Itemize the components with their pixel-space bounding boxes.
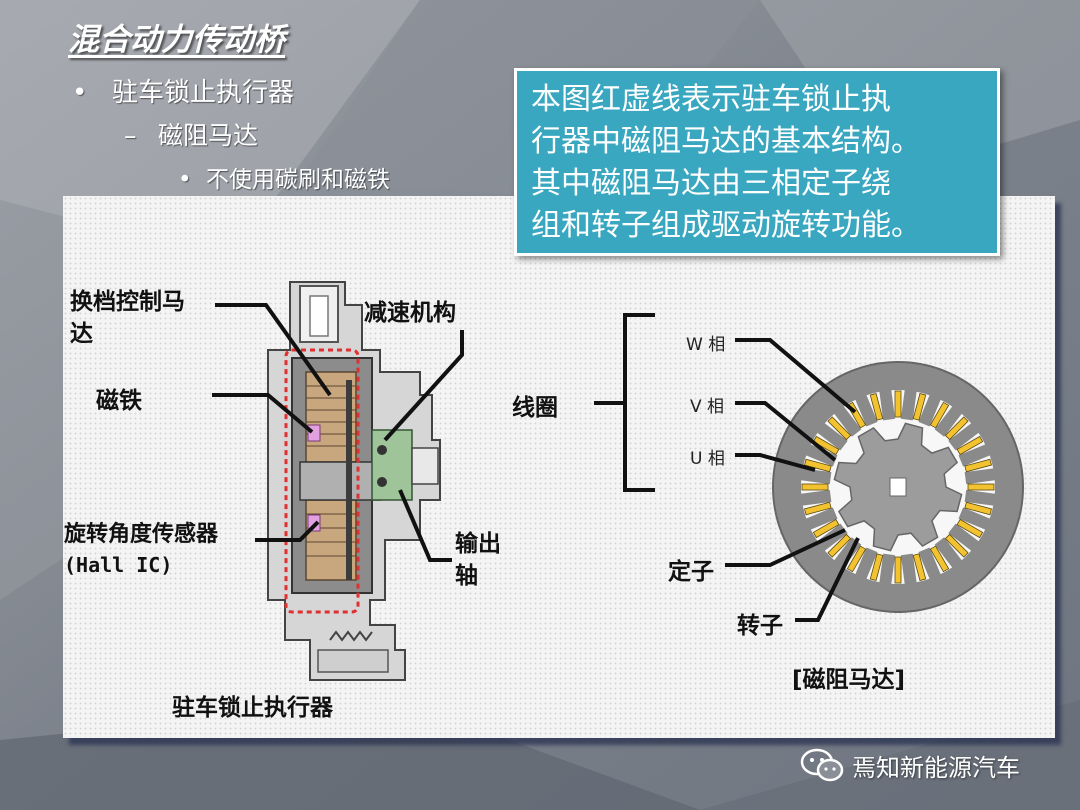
stator-tooth [800, 489, 832, 506]
stator-coil [944, 533, 969, 558]
stator-coil [804, 458, 832, 473]
label-output-shaft: 输出 轴 [455, 528, 501, 592]
label-sensor-line1: 旋转角度传感器 [64, 522, 219, 547]
label-magnet: 磁铁 [96, 388, 142, 414]
label-rotor: 转子 [737, 613, 783, 639]
motor-leader-lines [725, 338, 860, 622]
stator-tooth [918, 547, 942, 580]
stator-coil [804, 501, 832, 516]
stator-coil [912, 393, 927, 421]
stator-tooth [879, 553, 896, 585]
stator-coil [894, 556, 902, 584]
stator-coil [956, 435, 984, 456]
stator-tooth [816, 422, 848, 451]
stator-tooth [964, 468, 996, 485]
stator-tooth [805, 507, 838, 531]
bullet-level2-text: 磁阻马达 [158, 121, 259, 150]
slide-title: 混合动力传动桥 [68, 22, 285, 58]
stator-coil [894, 390, 902, 418]
stator-tooth [918, 394, 942, 427]
stator-tooth [800, 468, 832, 485]
bullet-dot: • [72, 78, 88, 108]
callout-box: 本图红虚线表示驻车锁止执 行器中磁阻马达的基本结构。 其中磁阻马达由三相定子绕 … [514, 68, 1000, 256]
stator-tooth [900, 553, 917, 585]
label-shift-motor: 换档控制马 达 [70, 286, 185, 350]
label-u-phase: U 相 [690, 449, 725, 469]
watermark-text: 焉知新能源汽车 [852, 753, 1020, 782]
stator-coil [956, 518, 984, 539]
bullet-level1: • 驻车锁止执行器 [72, 72, 294, 109]
stator-tooth [948, 523, 980, 552]
label-v-phase: V 相 [690, 397, 725, 417]
stator-tooth [879, 389, 896, 421]
label-output-line2: 轴 [455, 563, 478, 589]
stator-tooth [854, 547, 878, 580]
stator-coil [967, 483, 995, 491]
stator-tooth [854, 394, 878, 427]
stator-coil [812, 435, 840, 456]
wechat-icon [800, 748, 844, 782]
reluctance-motor [594, 313, 1024, 613]
label-sensor: 旋转角度传感器 (Hall IC) [64, 520, 218, 580]
stator-coil [964, 458, 992, 473]
label-shift-motor-line1: 换档控制马 [70, 289, 185, 315]
bullet-dash: – [124, 121, 137, 150]
stator-coil [912, 553, 927, 581]
label-stator: 定子 [668, 559, 714, 585]
stator-tooth [958, 507, 991, 531]
stator-coil [929, 401, 950, 429]
bullet-dot: • [178, 167, 192, 193]
stator-coil [846, 545, 867, 573]
stator-tooth [964, 489, 996, 506]
stator-tooth [805, 443, 838, 467]
stator-coil [869, 393, 884, 421]
label-coil: 线圈 [512, 395, 558, 421]
stator-coil [944, 416, 969, 441]
label-output-line1: 输出 [455, 531, 501, 557]
bullet-level3-text: 不使用碳刷和磁铁 [206, 167, 390, 193]
stator-tooth [934, 537, 963, 569]
watermark: 焉知新能源汽车 [800, 745, 1070, 785]
callout-line-4: 组和转子组成驱动旋转功能。 [531, 208, 921, 243]
stator-coil [827, 533, 852, 558]
stator-tooth [948, 422, 980, 451]
bullet-level2: –磁阻马达 [124, 116, 258, 152]
label-shift-motor-line2: 达 [70, 321, 93, 347]
caption-actuator: 驻车锁止执行器 [172, 695, 333, 721]
callout-line-3: 其中磁阻马达由三相定子绕 [531, 166, 891, 201]
stator-tooth [934, 405, 963, 437]
stator-tooth [900, 389, 917, 421]
stator-coil [869, 553, 884, 581]
bullet-level3: • 不使用碳刷和磁铁 [178, 160, 390, 194]
label-w-phase: W 相 [686, 335, 726, 355]
bullet-level1-text: 驻车锁止执行器 [112, 78, 295, 108]
stator-coil [812, 518, 840, 539]
stator-coil [827, 416, 852, 441]
stator-coil [801, 483, 829, 491]
callout-line-2: 行器中磁阻马达的基本结构。 [531, 124, 921, 159]
caption-motor: [磁阻马达] [792, 667, 906, 693]
stator-slots [800, 389, 996, 585]
actuator-leader-lines [212, 303, 464, 562]
callout-line-1: 本图红虚线表示驻车锁止执 [531, 82, 891, 117]
actuator-cross-section [267, 281, 441, 681]
label-reduction: 减速机构 [364, 300, 456, 326]
label-sensor-line2: (Hall IC) [64, 553, 173, 577]
stator-tooth [833, 405, 862, 437]
stator-coil [964, 501, 992, 516]
stator-coil [929, 545, 950, 573]
stator-tooth [958, 443, 991, 467]
